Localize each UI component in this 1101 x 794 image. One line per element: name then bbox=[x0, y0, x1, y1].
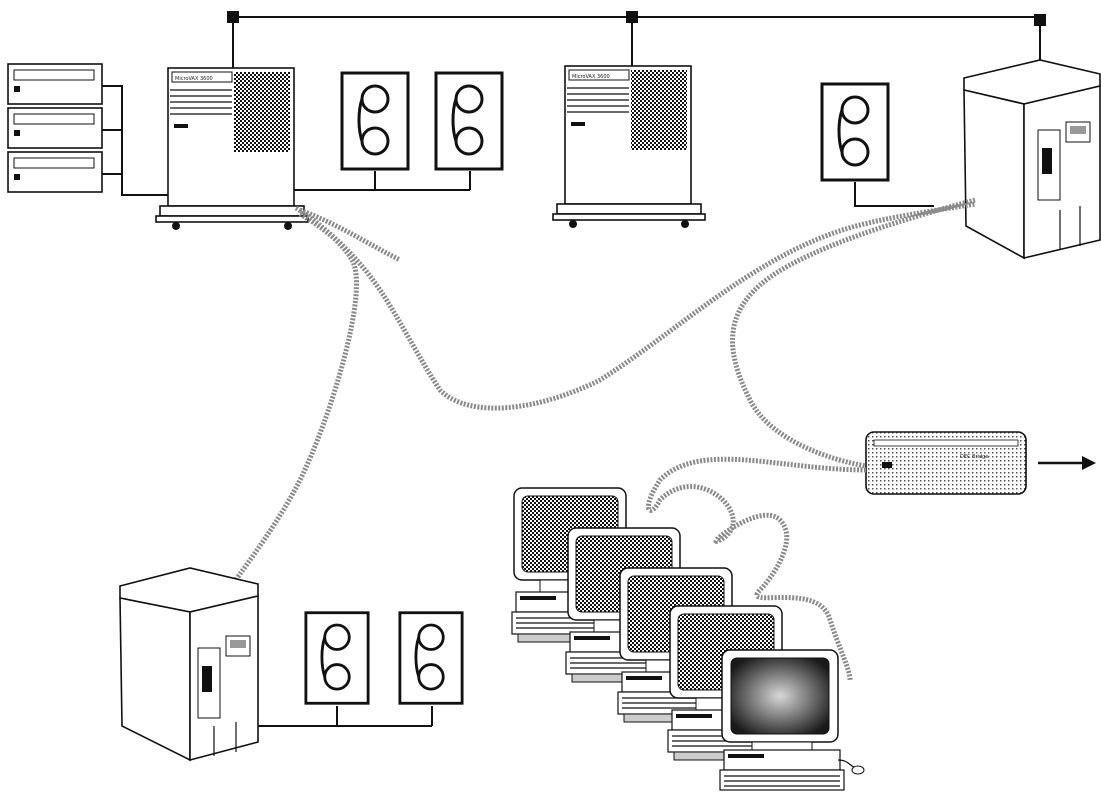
tape-drive-4 bbox=[304, 611, 370, 705]
server-left: MicroVAX 3600 bbox=[155, 67, 309, 230]
dec-bridge: DEC Bridge bbox=[865, 431, 1096, 495]
tape-drive-2 bbox=[434, 71, 504, 171]
tape-drive-1 bbox=[340, 71, 410, 171]
network-cables bbox=[229, 197, 976, 587]
tower-server-right bbox=[963, 59, 1101, 260]
tower-server-lower-left bbox=[119, 567, 259, 762]
bridge-label: DEC Bridge bbox=[960, 454, 988, 460]
tape-drive-5 bbox=[398, 611, 464, 705]
ethernet-bus bbox=[227, 11, 1046, 70]
server-middle-label: MicroVAX 3600 bbox=[572, 74, 610, 80]
mouse-icon bbox=[851, 765, 865, 775]
tape-drive-3 bbox=[820, 82, 890, 182]
disk-drive-stack bbox=[7, 63, 168, 196]
server-middle: MicroVAX 3600 bbox=[552, 65, 706, 228]
terminal-5 bbox=[719, 649, 865, 791]
arrow-right-icon bbox=[1082, 456, 1096, 470]
terminal-cables bbox=[645, 456, 867, 681]
server-left-label: MicroVAX 3600 bbox=[175, 76, 213, 82]
